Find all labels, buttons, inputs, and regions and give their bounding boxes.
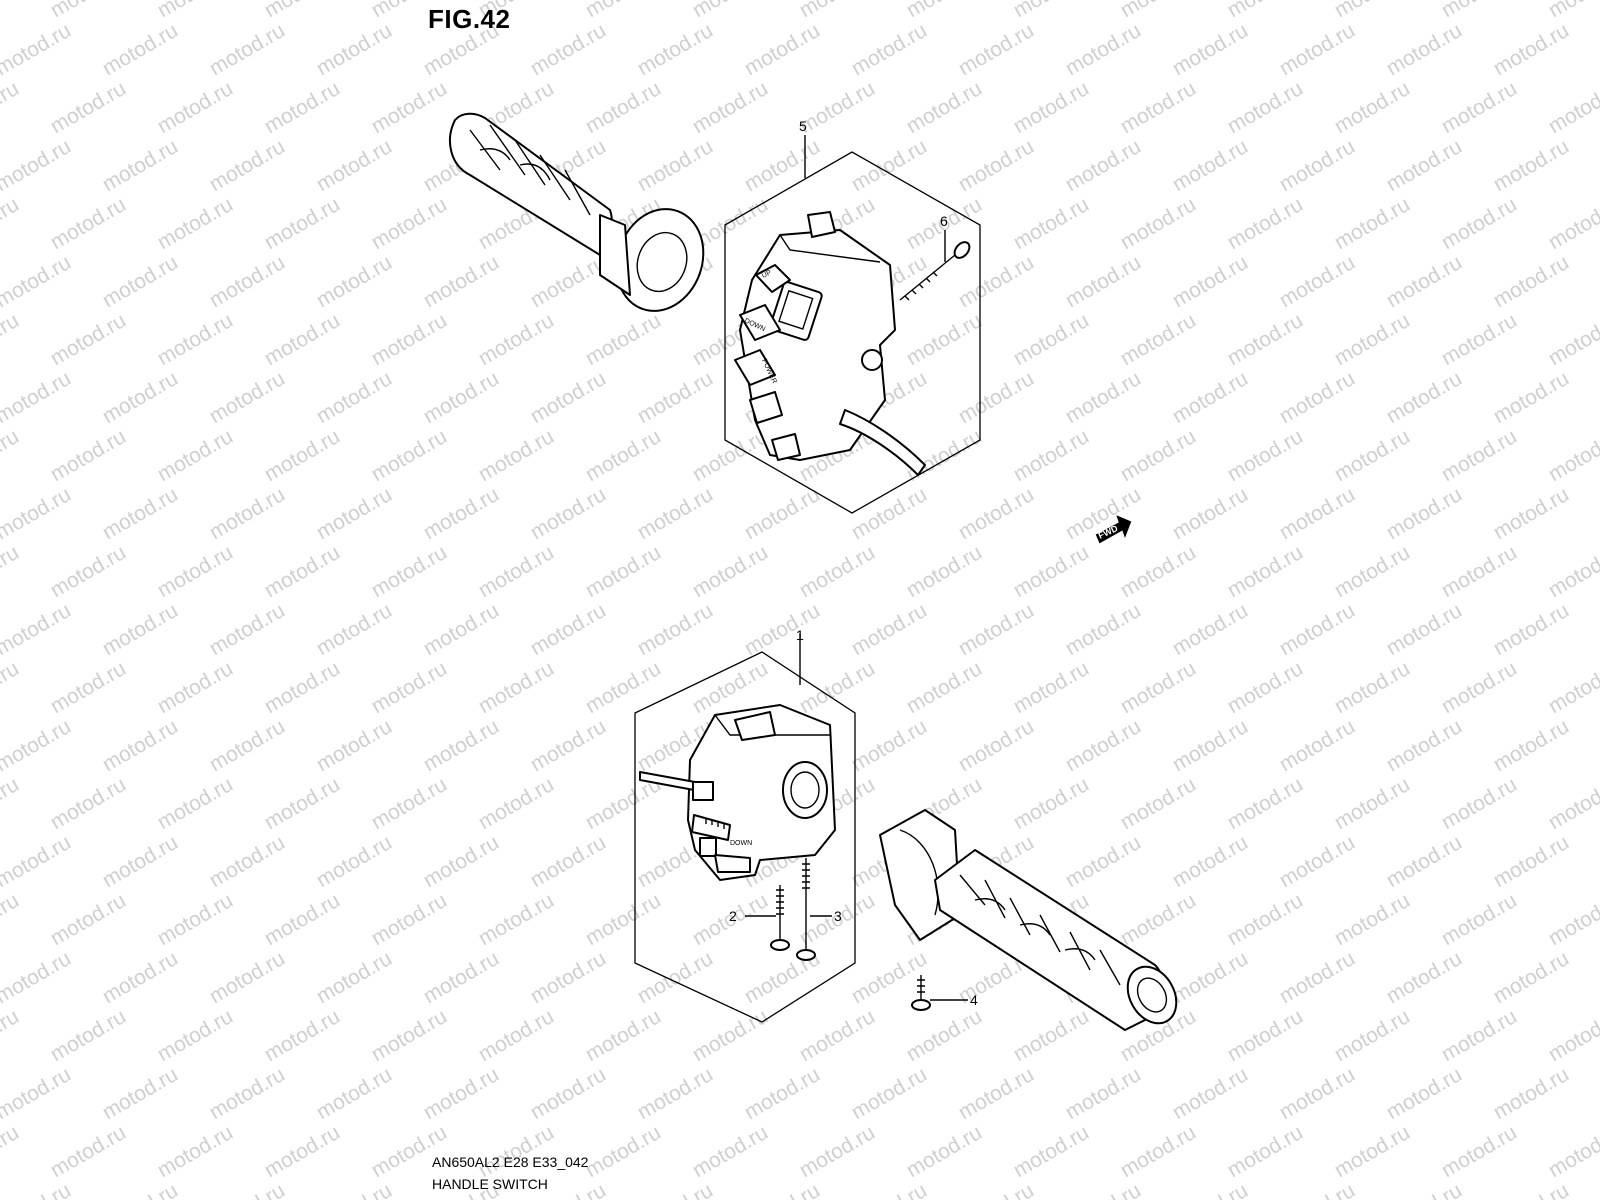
part-5-box — [724, 135, 981, 514]
screw-part-2[interactable] — [745, 885, 790, 951]
fwd-direction-badge: FWD — [1095, 515, 1132, 544]
callout-1: 1 — [796, 627, 804, 643]
diagram-name: HANDLE SWITCH — [432, 1176, 548, 1192]
up-label: UP — [761, 269, 773, 280]
callout-4: 4 — [970, 992, 978, 1008]
part-1-box — [634, 634, 856, 1023]
figure-title: FIG.42 — [428, 4, 511, 34]
screw-part-3[interactable] — [796, 858, 832, 961]
screw-part-6[interactable] — [899, 230, 972, 301]
callout-5: 5 — [799, 118, 807, 134]
callout-3: 3 — [834, 908, 842, 924]
left-grip[interactable] — [449, 112, 717, 324]
callout-6: 6 — [940, 213, 948, 229]
screw-part-4[interactable] — [911, 975, 968, 1011]
callout-2: 2 — [729, 908, 737, 924]
left-switch-housing[interactable]: DOWN — [639, 704, 836, 881]
right-switch-housing[interactable]: UP DOWN POWER — [734, 211, 926, 476]
down-left-label: DOWN — [730, 840, 752, 847]
diagram-code: AN650AL2 E28 E33_042 — [432, 1154, 589, 1170]
right-grip[interactable] — [879, 809, 1186, 1032]
